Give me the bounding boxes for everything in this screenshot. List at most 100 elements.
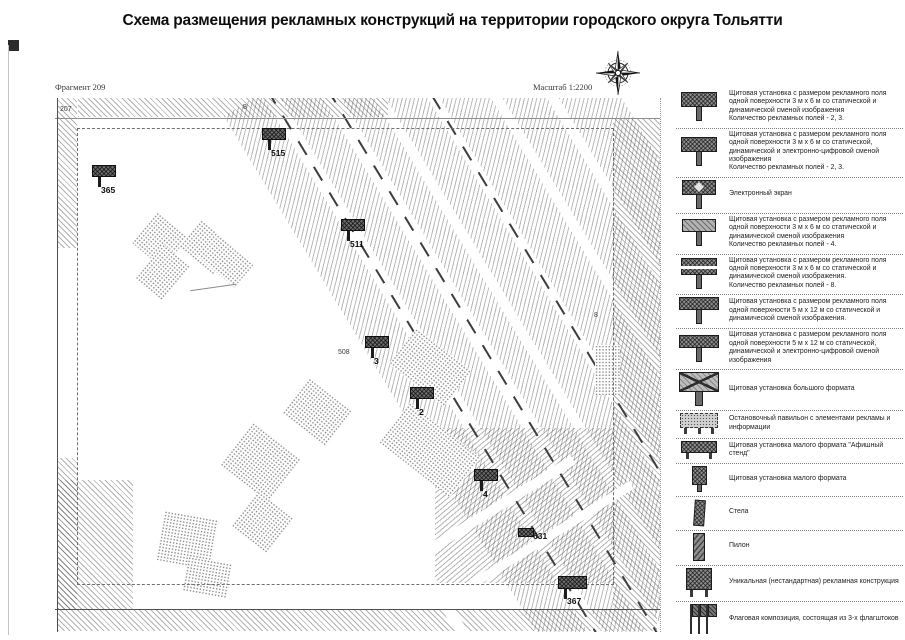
billboard-board-icon: [92, 165, 116, 177]
legs: [690, 589, 708, 597]
legend-icon-cell: [676, 92, 722, 122]
map-parcel-label: 508: [338, 349, 350, 356]
flagpole: [706, 603, 717, 634]
legend-item-label: Пилон: [729, 542, 750, 550]
billboard-marker-515[interactable]: 515: [262, 128, 286, 158]
billboard-board-icon: [558, 576, 587, 589]
leg: [705, 589, 708, 597]
legend-item-label: Щитовая установка с размером рекламного …: [729, 298, 887, 323]
small-format-billboard-icon: [691, 466, 707, 493]
legend-item: Щитовая установка малого формата: [676, 464, 903, 498]
legend-item-label: Щитовая установка большого формата: [729, 384, 855, 392]
map-border-bottom: [55, 609, 660, 610]
map-border-top: [55, 118, 660, 119]
legend-item: Электронный экран: [676, 178, 903, 214]
poster-stand-icon: [681, 441, 717, 460]
leg: [690, 589, 693, 597]
pole: [696, 106, 702, 122]
map-hatch-area: [58, 480, 133, 609]
pole: [696, 151, 702, 167]
fragment-label: Фрагмент 209: [55, 82, 106, 92]
panel: [686, 567, 712, 590]
leg: [709, 453, 712, 460]
legend-item: Щитовая установка малого формата "Афишны…: [676, 439, 903, 465]
billboard-pole: [480, 481, 483, 491]
pole: [696, 193, 702, 209]
legend-icon-cell: [676, 334, 722, 362]
marker-number-label: 4: [483, 489, 488, 499]
legend-item: Щитовая установка с размером рекламного …: [676, 129, 903, 178]
legend-item: Остановочный павильон с элементами рекла…: [676, 411, 903, 440]
legend-item: Пилон: [676, 531, 903, 566]
pole: [695, 391, 703, 407]
pole: [696, 346, 702, 362]
billboard-pole: [416, 399, 419, 409]
legend-item-label: Щитовая установка с размером рекламного …: [729, 215, 887, 249]
panel: [693, 532, 705, 561]
billboard-marker-2[interactable]: 2: [410, 387, 434, 417]
marker-number-label: 3: [374, 356, 379, 366]
marker-number-label: 365: [101, 185, 116, 195]
legend-icon-cell: [676, 603, 722, 634]
legend-item-label: Остановочный павильон с элементами рекла…: [729, 415, 891, 431]
legend-icon-cell: [676, 372, 722, 407]
pole: [696, 273, 702, 289]
flag-composition-icon: [690, 603, 717, 634]
legend-item-label: Уникальная (нестандартная) рекламная кон…: [729, 578, 899, 586]
pole: [696, 309, 702, 325]
marker-number-label: 515: [271, 148, 286, 158]
legend-icon-cell: [676, 413, 722, 435]
billboard-pole: [347, 231, 350, 241]
panel: [681, 257, 717, 275]
large-format-billboard-icon: [679, 372, 719, 407]
legend-item: Щитовая установка с размером рекламного …: [676, 295, 903, 330]
billboard-board-icon: [518, 528, 534, 537]
panel: [681, 441, 717, 454]
pole: [696, 484, 702, 493]
map-hatch-area: [78, 98, 388, 117]
panel: [682, 219, 716, 233]
panel: [691, 466, 707, 486]
billboard-5x12-digital-icon: [679, 334, 719, 362]
billboard-marker-631[interactable]: 631: [518, 528, 547, 541]
electronic-screen-icon: [682, 179, 716, 209]
panel: [681, 92, 717, 108]
legend: Щитовая установка с размером рекламного …: [676, 88, 903, 636]
legend-icon-cell: [676, 499, 722, 526]
legend-icon-cell: [676, 219, 722, 247]
legend-icon-cell: [676, 179, 722, 209]
panel: [679, 372, 719, 393]
billboard-marker-3[interactable]: 3: [365, 336, 389, 366]
billboard-3x6-digital-icon: [681, 137, 717, 167]
billboard-board-icon: [410, 387, 434, 399]
map-parcel-label: 207: [60, 106, 72, 113]
legend-icon-cell: [676, 441, 722, 460]
panel: [692, 499, 706, 526]
marker-number-label: 367: [567, 596, 582, 606]
billboard-marker-367[interactable]: 367: [558, 576, 587, 606]
map-parcel-label: 8: [594, 312, 598, 319]
billboard-3x6-icon: [681, 92, 717, 122]
billboard-board-icon: [262, 128, 286, 140]
marker-number-label: 511: [350, 239, 364, 249]
billboard-marker-511[interactable]: 511: [341, 219, 365, 249]
legend-item-label: Электронный экран: [729, 190, 792, 198]
stela-icon: [692, 499, 706, 526]
billboard-marker-365[interactable]: 365: [92, 165, 116, 195]
billboard-marker-4[interactable]: 4: [474, 469, 498, 499]
leg: [711, 428, 714, 435]
panel: [681, 137, 717, 153]
billboard-pole: [371, 348, 374, 358]
legend-item: Стела: [676, 498, 903, 531]
panel: [680, 413, 718, 429]
map-parcel-label: 8: [243, 104, 247, 111]
legend-icon-cell: [676, 137, 722, 167]
legend-item-label: Щитовая установка с размером рекламного …: [729, 130, 887, 172]
map-hatch-area: [58, 610, 657, 631]
page-title: Схема размещения рекламных конструкций н…: [122, 12, 783, 29]
legend-item-label: Щитовая установка малого формата "Афишны…: [729, 441, 884, 458]
legend-item: Щитовая установка с размером рекламного …: [676, 214, 903, 255]
legs: [686, 453, 712, 460]
map-canvas[interactable]: 207 8 8 508 515 365 511 3 2 4 631 367: [55, 98, 661, 632]
leg: [697, 428, 701, 435]
